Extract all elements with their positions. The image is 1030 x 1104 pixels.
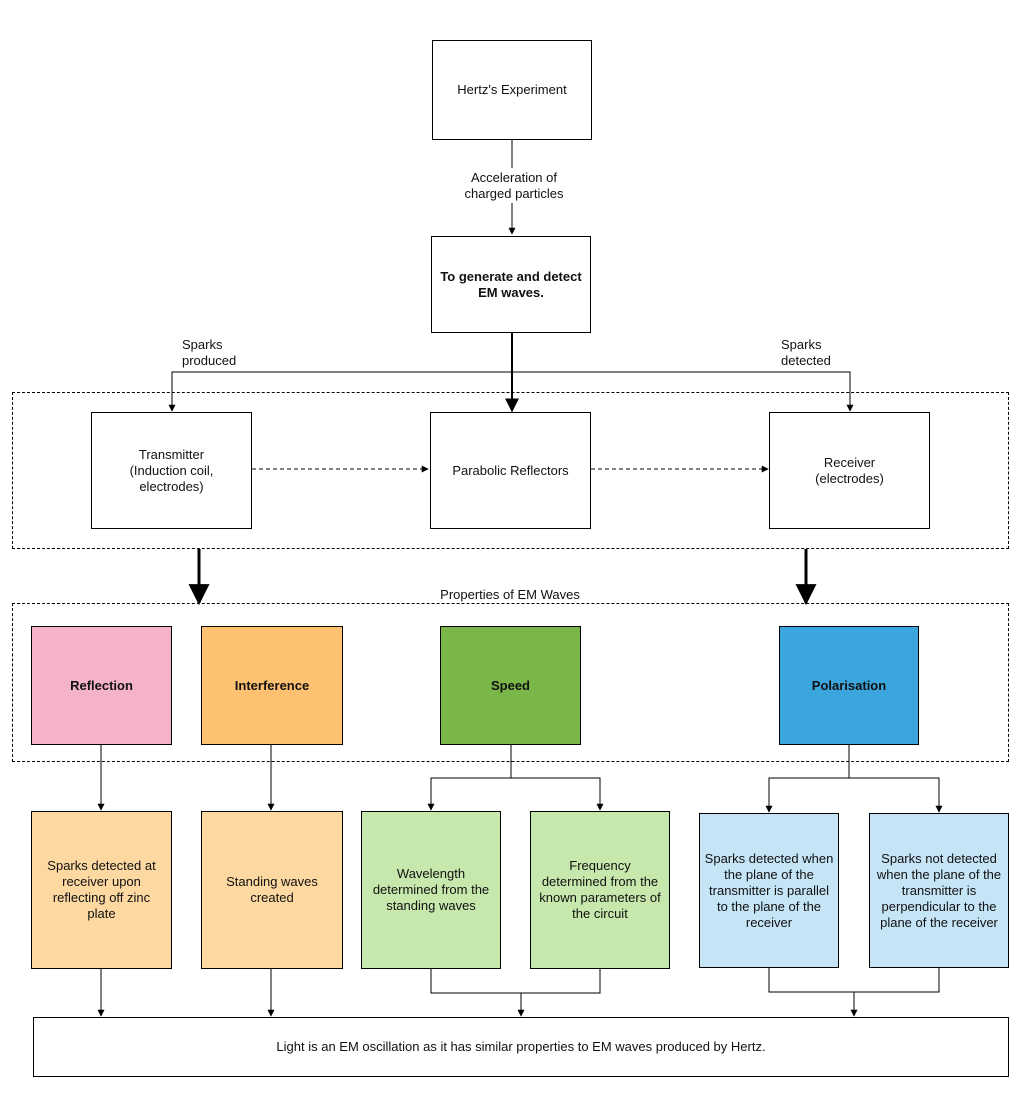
node-polarisation: Polarisation <box>779 626 919 745</box>
properties-group-title: Properties of EM Waves <box>410 587 610 603</box>
label-sparks-detected: Sparks detected <box>781 337 831 368</box>
node-interference: Interference <box>201 626 343 745</box>
node-frequency-detail: Frequency determined from the known para… <box>530 811 670 969</box>
arrow-speed-details-merge <box>430 969 601 1016</box>
arrow-polarisation-details-merge <box>768 968 940 1016</box>
node-wavelength-detail: Wavelength determined from the standing … <box>361 811 501 969</box>
properties-group <box>12 603 1009 762</box>
apparatus-group <box>12 392 1009 549</box>
node-parallel-detail: Sparks detected when the plane of the tr… <box>699 813 839 968</box>
node-speed: Speed <box>440 626 581 745</box>
node-receiver: Receiver (electrodes) <box>769 412 930 529</box>
node-hertz-experiment: Hertz's Experiment <box>432 40 592 140</box>
node-goal: To generate and detect EM waves. <box>431 236 591 333</box>
node-transmitter: Transmitter (Induction coil, electrodes) <box>91 412 252 529</box>
node-perpendicular-detail: Sparks not detected when the plane of th… <box>869 813 1009 968</box>
node-interference-detail: Standing waves created <box>201 811 343 969</box>
node-reflection: Reflection <box>31 626 172 745</box>
arrow-goal-to-transmitter <box>168 371 512 412</box>
arrow-goal-to-receiver <box>512 371 854 412</box>
label-sparks-produced: Sparks produced <box>182 337 237 368</box>
label-acceleration: Acceleration of charged particles <box>464 170 564 201</box>
node-reflection-detail: Sparks detected at receiver upon reflect… <box>31 811 172 969</box>
node-parabolic-reflectors: Parabolic Reflectors <box>430 412 591 529</box>
node-conclusion: Light is an EM oscillation as it has sim… <box>33 1017 1009 1077</box>
